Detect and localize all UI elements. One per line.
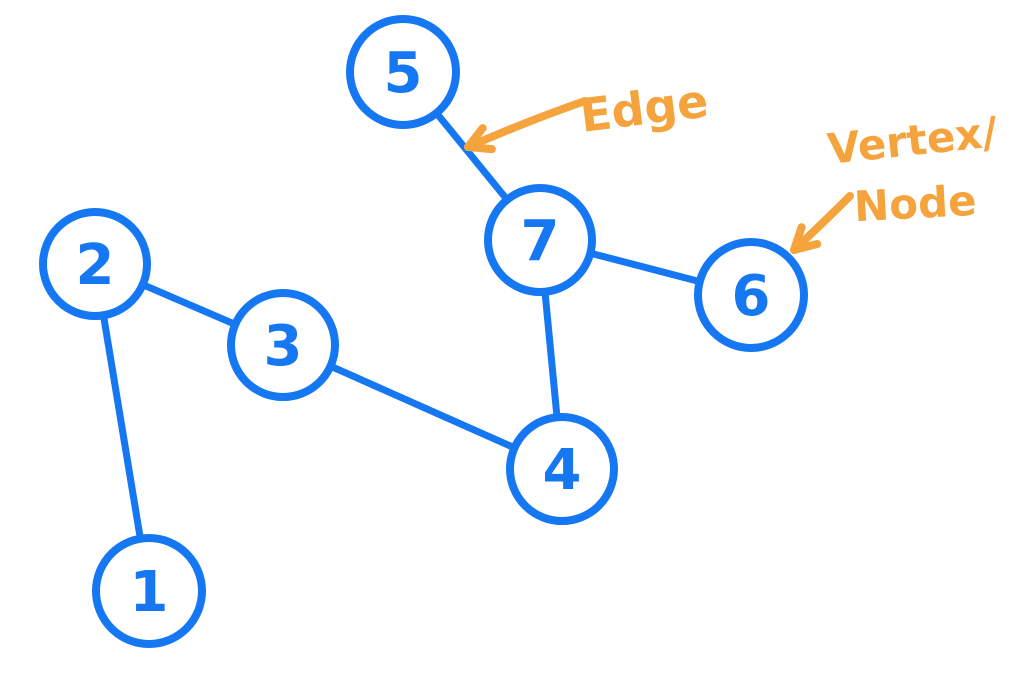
edge-annotation-text-0: Edge (577, 73, 711, 142)
node-label-3: 3 (264, 314, 303, 379)
edges-layer (91, 68, 755, 595)
node-circle-1 (92, 534, 206, 648)
graph-node-4: 4 (506, 413, 618, 525)
nodes-layer: 1 2 3 4 5 6 7 (39, 15, 808, 648)
edge-annotation-arrowhead-barb-1 (464, 143, 496, 154)
node-circle-2 (39, 208, 151, 320)
node-label-6: 6 (732, 264, 771, 329)
graph-node-6: 6 (694, 238, 808, 352)
node-circle-5 (346, 15, 460, 129)
edge-annotation-arrow-shaft (464, 97, 589, 151)
vertex-annotation-arrow-shaft (790, 192, 854, 254)
vertex-annotation-text-0: Vertex/ (825, 107, 1000, 174)
vertex-annotation-text-1: Node (853, 176, 978, 231)
graph-node-2: 2 (39, 208, 151, 320)
node-label-5: 5 (384, 41, 423, 106)
graph-node-7: 7 (484, 184, 596, 296)
node-circle-4 (506, 413, 618, 525)
node-label-4: 4 (543, 438, 582, 503)
node-circle-6 (694, 238, 808, 352)
graph-node-3: 3 (227, 289, 339, 401)
vertex-annotation-arrowhead-barb-1 (790, 240, 822, 254)
graph-node-5: 5 (346, 15, 460, 129)
node-label-7: 7 (521, 209, 560, 274)
node-label-1: 1 (130, 560, 169, 625)
vertex-annotation: Vertex/Node (790, 107, 1000, 254)
node-label-2: 2 (76, 233, 115, 298)
edge-annotation: Edge (464, 73, 711, 154)
node-circle-7 (484, 184, 596, 296)
graph-node-1: 1 (92, 534, 206, 648)
node-circle-3 (227, 289, 339, 401)
